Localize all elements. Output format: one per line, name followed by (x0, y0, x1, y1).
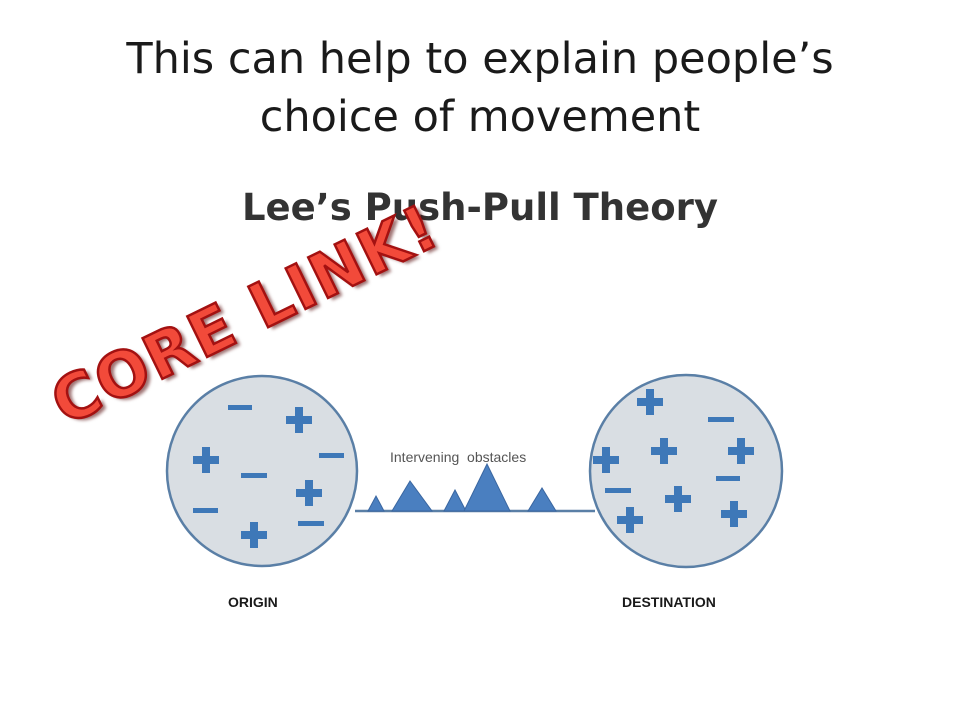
plus-icon (665, 486, 691, 512)
obstacle-triangle (367, 494, 385, 512)
plus-icon (651, 438, 677, 464)
destination-label: DESTINATION (622, 594, 716, 610)
plus-icon (296, 480, 322, 506)
plus-icon (617, 507, 643, 533)
plus-icon (728, 438, 754, 464)
minus-icon (716, 476, 740, 481)
slide-title: This can help to explain people’s choice… (0, 30, 960, 146)
obstacles-label: Intervening obstacles (390, 449, 526, 465)
minus-icon (708, 417, 734, 422)
minus-icon (605, 488, 631, 493)
destination-circle (588, 373, 784, 569)
obstacle-triangle (463, 462, 511, 512)
destination-symbols (593, 389, 754, 533)
slide-title-line-2: choice of movement (259, 92, 701, 142)
obstacles (367, 462, 557, 512)
minus-icon (319, 453, 344, 458)
obstacle-triangle (527, 487, 557, 512)
plus-icon (241, 522, 267, 548)
diagram-title: Lee’s Push-Pull Theory (241, 186, 719, 229)
origin-label: ORIGIN (228, 594, 278, 610)
minus-icon (241, 473, 267, 478)
slide-title-line-1: This can help to explain people’s (126, 34, 834, 84)
origin-symbols (193, 405, 344, 548)
plus-icon (593, 447, 619, 473)
minus-icon (193, 508, 218, 513)
plus-icon (637, 389, 663, 415)
minus-icon (298, 521, 324, 526)
minus-icon (228, 405, 252, 410)
obstacle-triangle (443, 488, 467, 512)
plus-icon (193, 447, 219, 473)
plus-icon (721, 501, 747, 527)
obstacle-triangle (391, 480, 433, 512)
plus-icon (286, 407, 312, 433)
